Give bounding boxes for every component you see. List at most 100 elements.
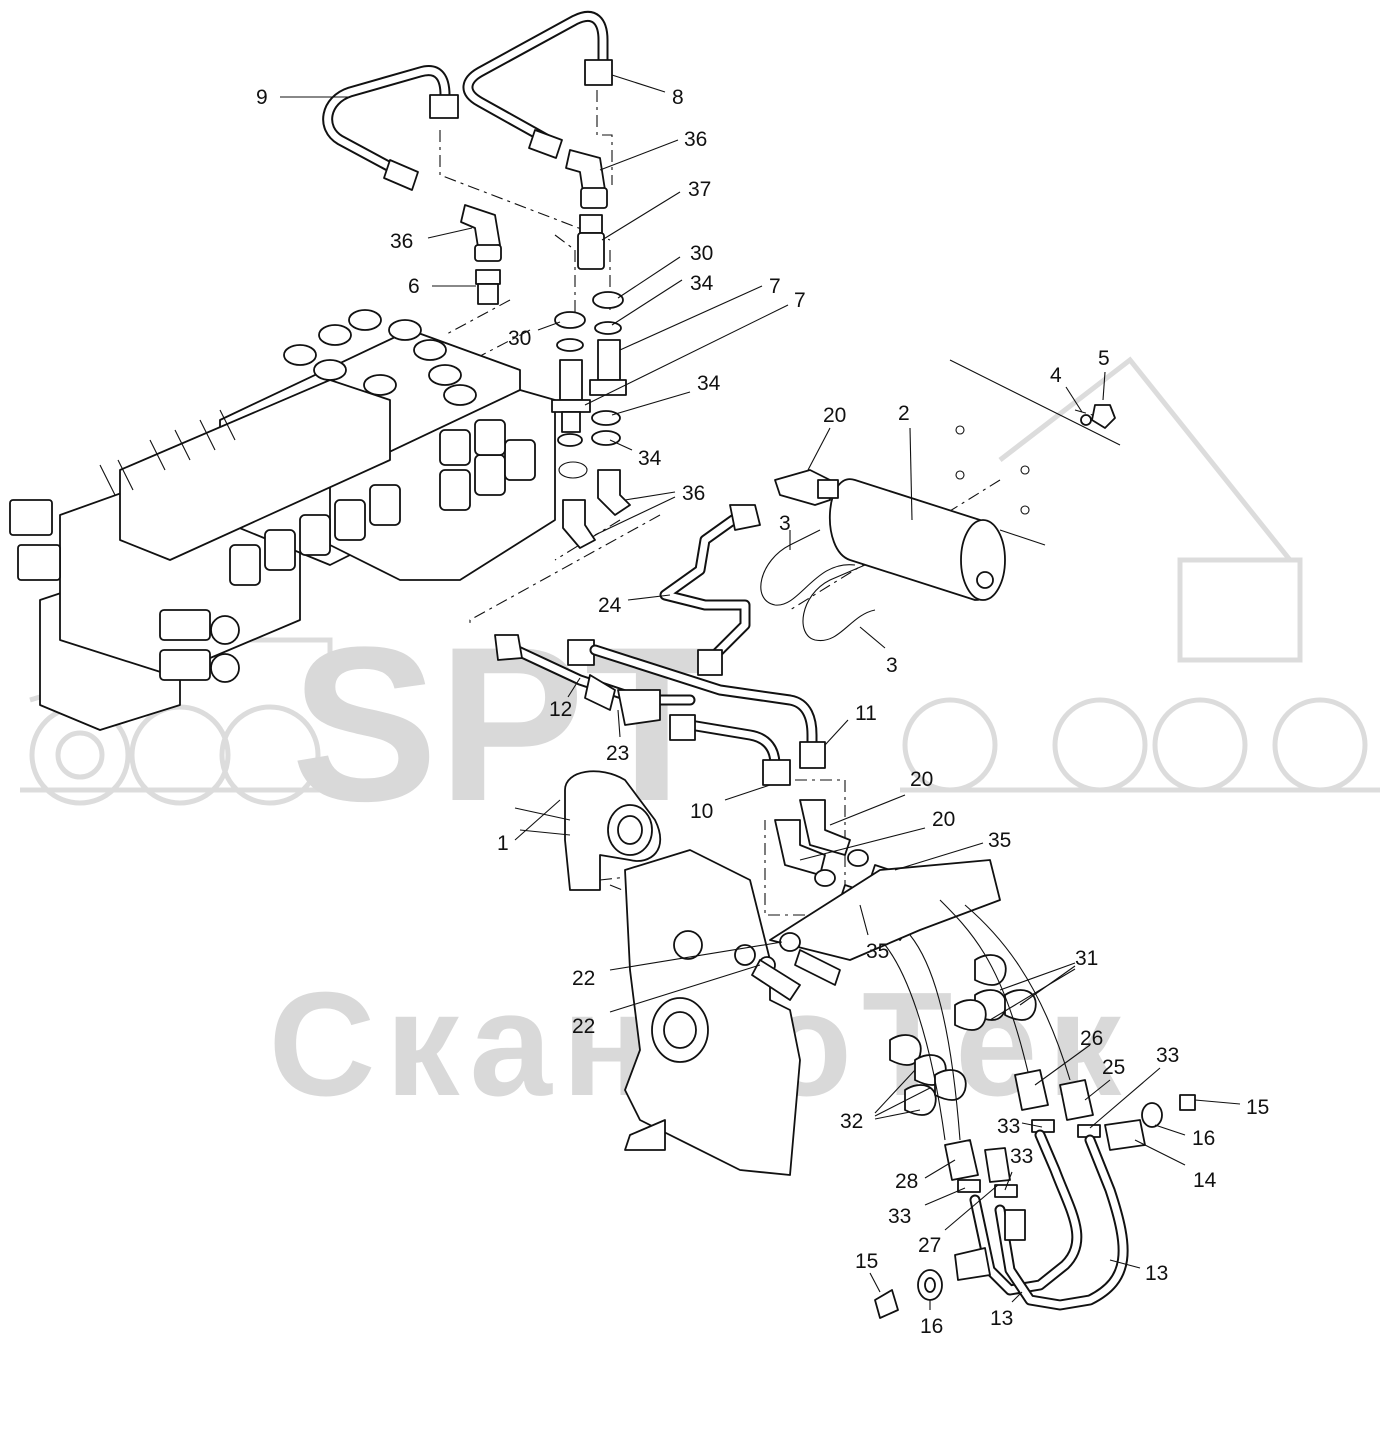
callout-label: 5 bbox=[1098, 347, 1110, 370]
callout-label: 33 bbox=[997, 1115, 1020, 1138]
callout-label: 15 bbox=[855, 1250, 878, 1273]
callout-label: 34 bbox=[690, 272, 714, 295]
leader-33c bbox=[1004, 1171, 1013, 1191]
callout-label: 1 bbox=[497, 832, 509, 855]
watermark-machine-right-icon bbox=[900, 356, 1380, 793]
leader-33b bbox=[1021, 1122, 1043, 1128]
callout-label: 10 bbox=[690, 800, 713, 823]
leader-27 bbox=[944, 1184, 999, 1231]
callout-label: 30 bbox=[690, 242, 713, 265]
hoses bbox=[884, 899, 1071, 1141]
hose-clamps-32 bbox=[889, 1034, 967, 1116]
leader-14 bbox=[1134, 1139, 1186, 1166]
callout-label: 24 bbox=[598, 594, 622, 617]
callout-label: 3 bbox=[886, 654, 898, 677]
leader-36c bbox=[624, 491, 676, 501]
nipple-stack-left bbox=[551, 311, 591, 447]
leader-36a bbox=[599, 139, 679, 171]
watermark-machine-left-icon bbox=[20, 637, 333, 806]
callout-label: 20 bbox=[932, 808, 955, 831]
tube-10 bbox=[669, 714, 791, 786]
callout-label: 23 bbox=[606, 742, 629, 765]
callout-label: 22 bbox=[572, 967, 595, 990]
accumulator-2 bbox=[829, 478, 1006, 601]
leader-31a bbox=[999, 962, 1076, 991]
leader-15a bbox=[1194, 1099, 1241, 1105]
leader-31c bbox=[989, 968, 1076, 1021]
tube-24 bbox=[659, 504, 761, 676]
leader-30b bbox=[617, 256, 681, 299]
leader-34c bbox=[609, 439, 633, 451]
leader-13b bbox=[1011, 1291, 1023, 1303]
callout-label: 30 bbox=[508, 327, 531, 350]
leader-32b bbox=[874, 1087, 931, 1117]
leader-37 bbox=[601, 191, 681, 241]
callout-label: 16 bbox=[920, 1315, 943, 1338]
leader-22a bbox=[609, 941, 783, 971]
leader-20c bbox=[799, 827, 926, 861]
leader-33a bbox=[1089, 1067, 1161, 1129]
mounting-plate bbox=[949, 359, 1121, 546]
leader-23 bbox=[617, 709, 621, 738]
leader-15b bbox=[869, 1272, 881, 1293]
leader-22b bbox=[609, 964, 761, 1013]
couplers-27-28 bbox=[944, 1139, 1018, 1198]
callout-label: 11 bbox=[855, 702, 877, 725]
leader-35a bbox=[894, 842, 984, 871]
leader-4 bbox=[1065, 386, 1083, 413]
leader-8 bbox=[611, 74, 666, 93]
tee-23 bbox=[584, 674, 661, 726]
tube-11 bbox=[589, 644, 826, 769]
elbow-20-upper bbox=[774, 469, 839, 506]
adapter-37 bbox=[577, 214, 605, 270]
callout-label: 27 bbox=[918, 1234, 941, 1257]
leader-1 bbox=[514, 799, 561, 841]
callout-label: 7 bbox=[794, 289, 806, 312]
callout-label: 22 bbox=[572, 1015, 595, 1038]
callout-label: 32 bbox=[840, 1110, 863, 1133]
leader-12 bbox=[567, 677, 581, 698]
callout-label: 3 bbox=[779, 512, 791, 535]
leader-16a bbox=[1154, 1124, 1186, 1136]
leader-30a bbox=[537, 321, 561, 331]
leader-26 bbox=[1034, 1044, 1091, 1086]
tube-9 bbox=[322, 65, 459, 191]
leader-2 bbox=[909, 427, 913, 521]
callout-label: 12 bbox=[549, 698, 572, 721]
couplers-25-26 bbox=[1014, 1069, 1101, 1138]
u-bolts-3 bbox=[760, 529, 876, 642]
callout-label: 36 bbox=[684, 128, 707, 151]
callout-label: 34 bbox=[697, 372, 721, 395]
solenoid-coils bbox=[229, 419, 536, 586]
leader-20b bbox=[829, 794, 906, 826]
callout-labels: 1 2 3 3 4 5 6 7 7 8 9 10 11 bbox=[256, 74, 1269, 1338]
leader-34a bbox=[611, 279, 683, 326]
callout-label: 28 bbox=[895, 1170, 918, 1193]
callout-label: 13 bbox=[990, 1307, 1013, 1330]
boom-bracket bbox=[624, 849, 1001, 1176]
callout-label: 4 bbox=[1050, 364, 1062, 387]
valve-caps bbox=[283, 309, 477, 406]
leader-20a bbox=[807, 427, 831, 471]
leader-35b bbox=[859, 904, 869, 936]
elbows-20-lower bbox=[774, 799, 869, 887]
leader-25 bbox=[1084, 1079, 1111, 1101]
callout-label: 2 bbox=[898, 402, 910, 425]
callout-label: 8 bbox=[672, 86, 684, 109]
leader-11 bbox=[824, 719, 849, 746]
callout-label: 36 bbox=[390, 230, 413, 253]
clamp-14-lower bbox=[874, 1247, 991, 1319]
hose-clamps-31 bbox=[954, 954, 1037, 1031]
callout-label: 9 bbox=[256, 86, 268, 109]
callout-label: 33 bbox=[1010, 1145, 1033, 1168]
callout-label: 31 bbox=[1075, 947, 1098, 970]
fittings-row bbox=[99, 409, 236, 496]
callout-label: 35 bbox=[988, 829, 1011, 852]
callout-label: 26 bbox=[1080, 1027, 1103, 1050]
callout-label: 33 bbox=[1156, 1044, 1179, 1067]
callout-label: 20 bbox=[823, 404, 846, 427]
leader-36b bbox=[427, 227, 473, 239]
leader-13a bbox=[1109, 1259, 1141, 1269]
tubes-13 bbox=[969, 1129, 1129, 1311]
